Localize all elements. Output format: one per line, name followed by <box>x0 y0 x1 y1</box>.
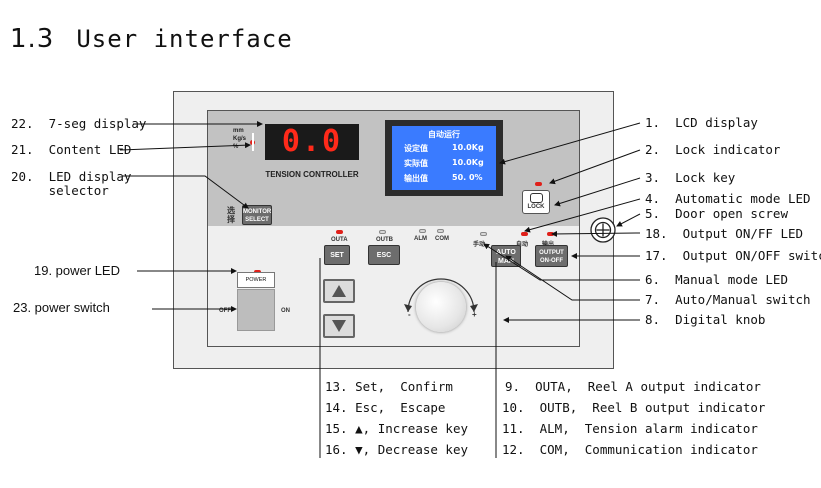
legend-outa: 9. OUTA, Reel A output indicator <box>505 379 761 394</box>
callout-auto-manual-switch: 7. Auto/Manual switch <box>645 292 811 307</box>
select-label: SELECT <box>245 217 269 223</box>
lcd-display: 自动运行 设定值 10.0Kg 实际值 10.0Kg 输出值 50. 0% <box>392 126 496 190</box>
callout-manual-mode-led: 6. Manual mode LED <box>645 272 788 287</box>
callout-lock-key: 3. Lock key <box>645 170 736 185</box>
legend-num: 15. <box>325 421 348 436</box>
power-on-label: ON <box>281 308 290 314</box>
callout-output-switch: 17. Output ON/OFF switch <box>645 248 821 263</box>
callout-output-led: 18. Output ON/FF LED <box>645 226 804 241</box>
knob-minus: - <box>408 310 411 319</box>
inner-panel <box>207 110 580 347</box>
monitor-select-button[interactable]: MONITOR SELECT <box>242 205 272 225</box>
select-chinese-label: 选择 <box>227 206 235 224</box>
legend-item: 14. Esc, Escape <box>325 401 445 415</box>
auto-label: 自动 <box>516 242 529 248</box>
unit-percent: % <box>233 144 239 150</box>
power-label-box: POWER <box>237 272 275 288</box>
lock-icon <box>530 193 543 203</box>
lcd-row-value: 10.0Kg <box>452 158 484 167</box>
onoff-text: ON-OFF <box>540 258 563 264</box>
esc-button[interactable]: ESC <box>368 245 400 265</box>
unit-mm: mm <box>233 128 244 134</box>
legend-num: 14. <box>325 400 348 415</box>
select-char-1: 选 <box>227 206 235 215</box>
seven-seg-display: 0.0 <box>265 124 359 160</box>
outa-led <box>336 230 343 234</box>
set-button[interactable]: SET <box>324 245 350 265</box>
manual-label: 手动 <box>473 242 486 248</box>
legend-item: 16. ▼, Decrease key <box>325 442 469 457</box>
section-number: 1.3 <box>10 24 55 54</box>
monitor-label: MONITOR <box>243 209 272 215</box>
callout-lcd-display: 1. LCD display <box>645 115 758 130</box>
callout-7seg-display: 22. 7-seg display <box>11 116 147 131</box>
legend-text: Esc, Escape <box>355 400 446 415</box>
lcd-row-value: 50. 0% <box>452 173 483 182</box>
controller-name: TENSION CONTROLLER <box>265 170 359 179</box>
legend-com: 12. COM, Communication indicator <box>502 442 758 457</box>
knob-arc-icon <box>404 278 478 313</box>
content-led-bar <box>252 133 254 151</box>
callout-power-led: 19. power LED <box>34 263 120 278</box>
callout-digital-knob: 8. Digital knob <box>645 312 766 327</box>
increase-key[interactable] <box>323 279 355 303</box>
callout-lock-indicator: 2. Lock indicator <box>645 142 781 157</box>
lcd-row-label: 设定值 <box>404 144 428 153</box>
legend-num: 16. <box>325 442 348 457</box>
lcd-row-label: 输出值 <box>404 174 428 183</box>
callout-automatic-mode-led: 4. Automatic mode LED <box>645 191 811 206</box>
auto-mode-led <box>521 232 528 236</box>
callout-door-open-screw: 5. Door open screw <box>645 206 788 221</box>
up-triangle-icon: ▲ <box>355 421 363 436</box>
callout-power-switch: 23. power switch <box>13 300 110 315</box>
legend-num: 13. <box>325 379 348 394</box>
power-off-label: OFF <box>219 308 231 314</box>
outa-label: OUTA <box>331 237 348 243</box>
digital-knob[interactable] <box>416 282 466 332</box>
section-heading: User interface <box>76 25 293 53</box>
down-triangle-icon <box>332 320 346 332</box>
alm-label: ALM <box>414 236 427 242</box>
lcd-row-value: 10.0Kg <box>452 143 484 152</box>
alm-led <box>419 229 426 233</box>
section-title: 1.3 User interface <box>10 24 293 54</box>
output-onoff-button[interactable]: OUTPUT ON-OFF <box>535 245 568 267</box>
com-led <box>437 229 444 233</box>
content-unit-labels: mm Kg/s % <box>233 127 246 151</box>
legend-text: Decrease key <box>377 442 469 457</box>
output-led <box>547 232 554 236</box>
select-char-2: 择 <box>227 215 235 224</box>
man-text: MAN <box>498 258 514 265</box>
output-text: OUTPUT <box>539 250 564 256</box>
decrease-key[interactable] <box>323 314 355 338</box>
up-triangle-icon <box>332 285 346 297</box>
legend-text: Set, Confirm <box>355 379 453 394</box>
legend-item: 15. ▲, Increase key <box>325 421 469 436</box>
com-label: COM <box>435 236 449 242</box>
lock-indicator-led <box>535 182 542 186</box>
lcd-row-label: 实际值 <box>404 159 428 168</box>
auto-text: AUTO <box>496 249 516 256</box>
outb-label: OUTB <box>376 237 393 243</box>
legend-text: Increase key <box>377 421 469 436</box>
outb-led <box>379 230 386 234</box>
unit-kgs: Kg/s <box>233 136 247 142</box>
legend-alm: 11. ALM, Tension alarm indicator <box>502 421 758 436</box>
knob-plus: + <box>472 310 477 319</box>
legend-outb: 10. OUTB, Reel B output indicator <box>502 400 766 415</box>
lock-label: LOCK <box>527 204 545 210</box>
power-switch[interactable] <box>237 289 275 331</box>
callout-led-display-selector: 20. LED display selector <box>11 169 132 198</box>
manual-mode-led <box>480 232 487 236</box>
lcd-header: 自动运行 <box>428 130 460 139</box>
legend-item: 13. Set, Confirm <box>325 380 453 394</box>
callout-content-led: 21. Content LED <box>11 142 132 157</box>
down-triangle-icon: ▼ <box>355 442 363 457</box>
